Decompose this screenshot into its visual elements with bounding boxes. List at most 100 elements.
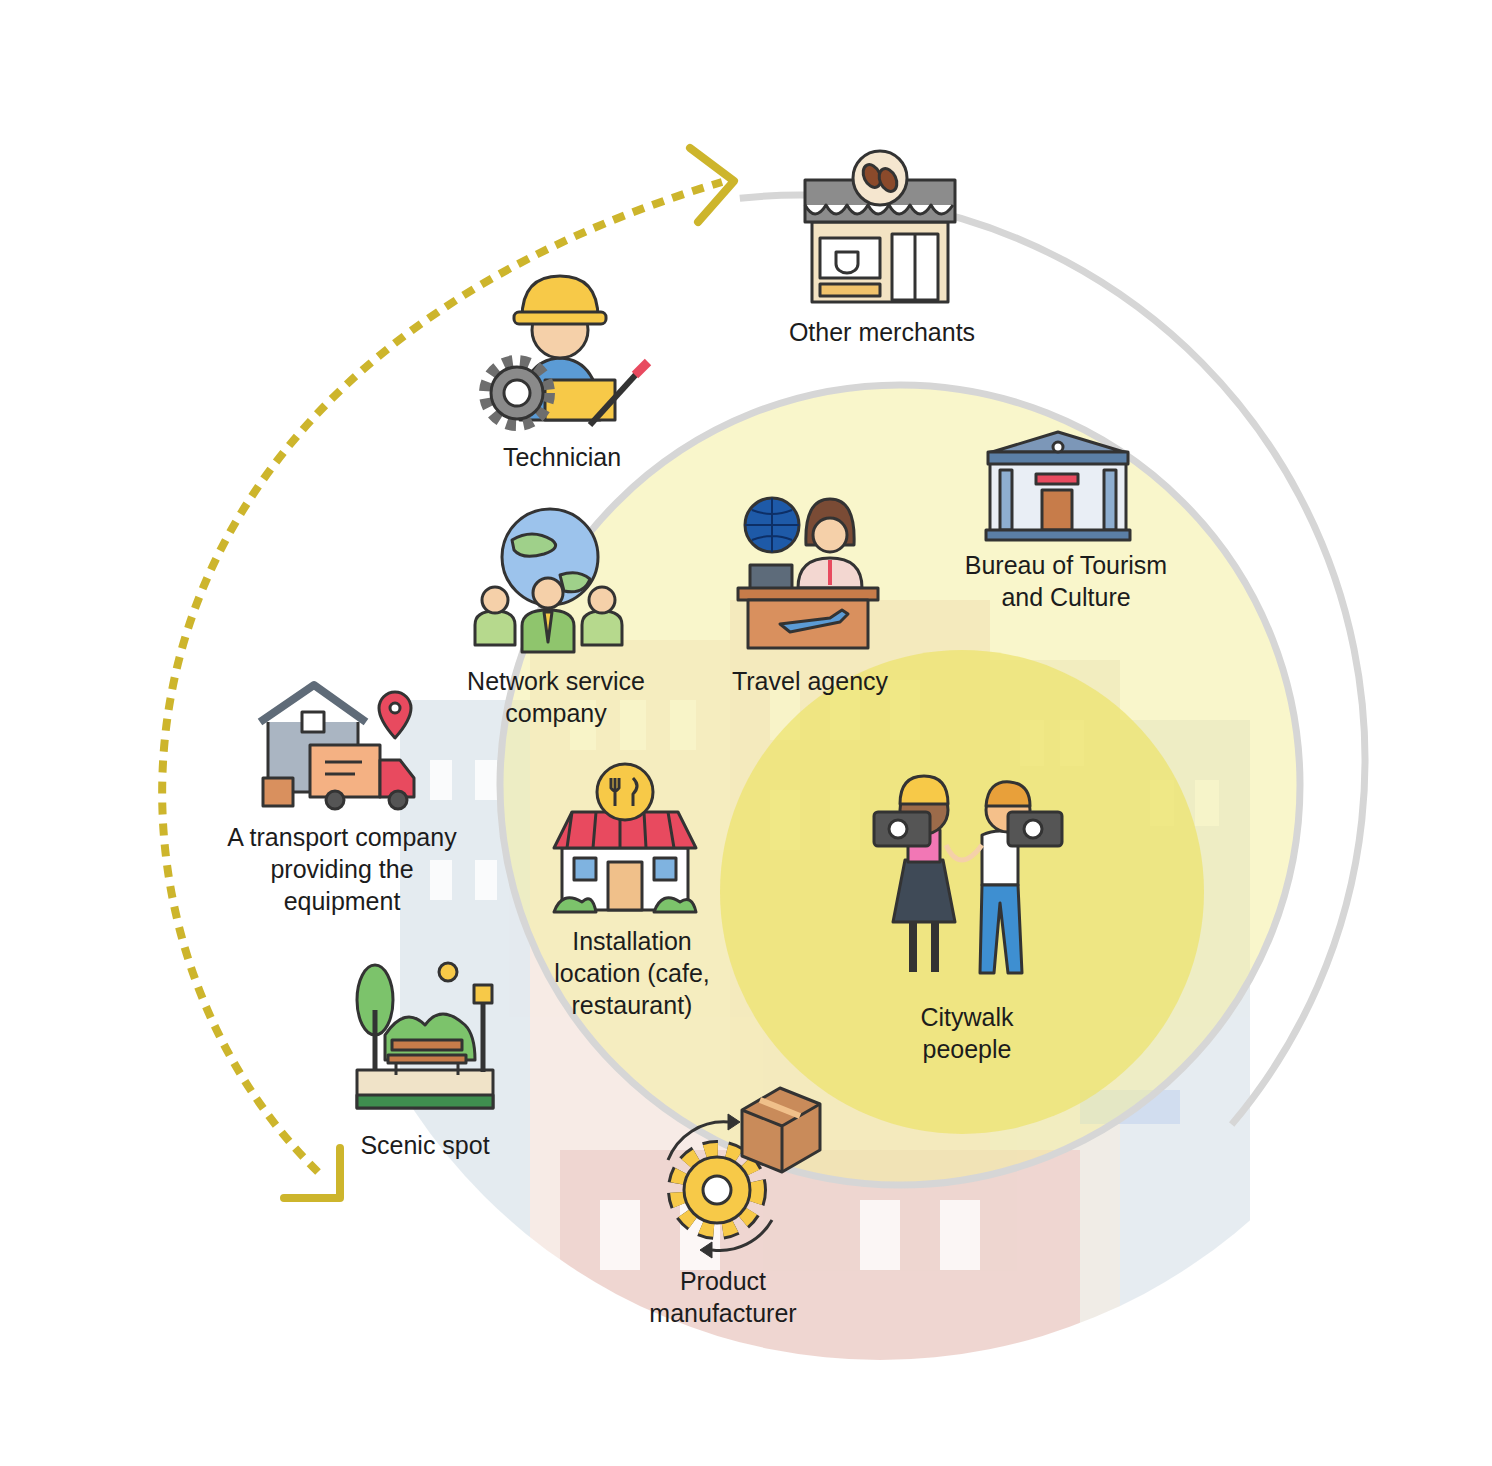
- citywalk-people-icon-part: [893, 860, 955, 922]
- scenic-spot-icon-part: [395, 1063, 398, 1075]
- scenic-spot-icon-part: [457, 1063, 460, 1075]
- scenic-spot-icon-part: [388, 1055, 466, 1063]
- stakeholder-label: Citywalk peoeple: [897, 1001, 1037, 1065]
- manufacturer-icon-part: [703, 1176, 731, 1204]
- restaurant-icon-part: [554, 898, 696, 912]
- citywalk-people-icon-part: [986, 782, 1030, 806]
- coffee-shop-icon-part: [853, 151, 907, 205]
- manufacturer-icon: [668, 1088, 820, 1258]
- bureau-building-icon-part: [1000, 470, 1012, 530]
- travel-agency-icon-part: [750, 565, 792, 589]
- scenic-spot-icon-part: [385, 1014, 475, 1060]
- cycle-arrow: [162, 148, 734, 1198]
- stakeholder-label: Product manufacturer: [633, 1265, 813, 1329]
- transport-company-icon-part: [263, 778, 293, 806]
- travel-agency-icon-part: [813, 518, 847, 552]
- technician-icon: [487, 276, 648, 425]
- bureau-building-icon-part: [986, 530, 1130, 540]
- coffee-shop-icon-part: [820, 238, 880, 278]
- technician-icon-part: [514, 312, 606, 324]
- citywalk-people-icon-part: [900, 776, 948, 804]
- citywalk-people-icon-part: [889, 820, 907, 838]
- restaurant-icon: [554, 764, 696, 912]
- bureau-building-icon-part: [1104, 470, 1116, 530]
- cycle-arrow-part: [284, 1148, 340, 1198]
- stakeholder-label: Network service company: [446, 665, 666, 729]
- restaurant-icon-part: [597, 764, 653, 820]
- network-company-icon-part: [544, 612, 552, 642]
- city-background-part-part: [475, 760, 497, 800]
- manufacturer-icon-part: [712, 1220, 772, 1251]
- travel-agency-icon-part: [748, 600, 868, 648]
- scenic-spot-icon: [357, 963, 493, 1108]
- coffee-shop-icon-part: [820, 284, 880, 296]
- stakeholder-label: Bureau of Tourism and Culture: [946, 549, 1186, 613]
- bureau-building-icon-part: [1036, 474, 1078, 484]
- coffee-shop-icon-part: [914, 234, 917, 300]
- scenic-spot-icon-part: [357, 1070, 493, 1108]
- manufacturer-icon-part: [684, 1157, 750, 1223]
- stakeholder-label: Technician: [472, 441, 652, 473]
- stakeholder-label: Installation location (cafe, restaurant): [532, 925, 732, 1021]
- technician-icon-part: [545, 380, 615, 420]
- network-company-icon-part: [482, 587, 508, 613]
- cycle-arrow-part: [690, 148, 734, 222]
- transport-company-icon-part: [379, 692, 411, 738]
- transport-company-icon-part: [310, 745, 380, 797]
- city-background-part-part: [430, 760, 452, 800]
- bureau-building-icon: [986, 432, 1130, 540]
- scenic-spot-icon-part: [474, 985, 492, 1003]
- manufacturer-icon-part: [742, 1104, 820, 1172]
- restaurant-icon-part: [574, 858, 596, 880]
- inner-circle: [720, 650, 1204, 1134]
- network-company-icon-part-part: [582, 611, 622, 645]
- restaurant-icon-part: [611, 778, 637, 806]
- travel-agency-icon-part: [828, 560, 832, 585]
- network-company-icon-part: [533, 578, 563, 608]
- transport-company-icon-part: [302, 712, 324, 732]
- scenic-spot-icon-part: [357, 1095, 493, 1108]
- scenic-spot-icon-part: [392, 1040, 462, 1050]
- citywalk-people-icon: [874, 776, 1062, 973]
- citywalk-people-icon-part: [1008, 812, 1062, 846]
- manufacturer-icon-part: [668, 1122, 728, 1160]
- travel-agency-icon-part: [780, 610, 848, 632]
- restaurant-icon-part: [654, 858, 676, 880]
- city-background-part-part: [475, 860, 497, 900]
- scenic-spot-icon-part: [373, 1010, 378, 1070]
- manufacturer-icon-part: [677, 1150, 757, 1230]
- network-company-icon: [475, 509, 622, 652]
- travel-agency-icon-part: [745, 498, 799, 552]
- citywalk-people-icon-part: [980, 885, 1022, 973]
- network-company-icon-part-part: [522, 610, 574, 652]
- coffee-shop-icon-part: [836, 252, 858, 273]
- technician-icon-part: [504, 380, 530, 406]
- network-company-icon-part-part: [475, 611, 515, 645]
- citywalk-people-icon-part: [1024, 820, 1042, 838]
- coffee-shop-icon: [805, 151, 955, 302]
- bureau-building-icon-part: [988, 452, 1128, 464]
- travel-agency-icon-part: [798, 558, 862, 588]
- manufacturer-icon-part: [677, 1150, 757, 1230]
- travel-agency-icon-part: [738, 588, 878, 600]
- transport-company-icon: [260, 685, 414, 809]
- citywalk-people-icon-part: [946, 845, 982, 860]
- network-company-icon-part: [475, 610, 622, 652]
- stakeholder-label: Scenic spot: [330, 1129, 520, 1161]
- bureau-building-icon-part: [992, 432, 1124, 452]
- manufacturer-icon-part: [728, 1114, 740, 1130]
- cycle-arrow-part: [162, 182, 722, 1172]
- city-background-part-part: [430, 860, 452, 900]
- transport-company-icon-part: [390, 703, 400, 713]
- manufacturer-icon-part: [760, 1100, 800, 1116]
- coffee-shop-icon-part: [892, 234, 938, 300]
- restaurant-icon-part: [608, 862, 642, 910]
- technician-icon-part: [491, 367, 543, 419]
- technician-icon-part: [635, 362, 648, 375]
- bureau-building-icon-part: [1042, 490, 1072, 530]
- middle-circle: [500, 385, 1300, 1185]
- citywalk-people-icon-part: [874, 812, 930, 846]
- coffee-shop-icon-part: [876, 166, 901, 195]
- travel-agency-icon-part: [745, 498, 799, 552]
- bureau-building-icon-part: [1053, 442, 1063, 452]
